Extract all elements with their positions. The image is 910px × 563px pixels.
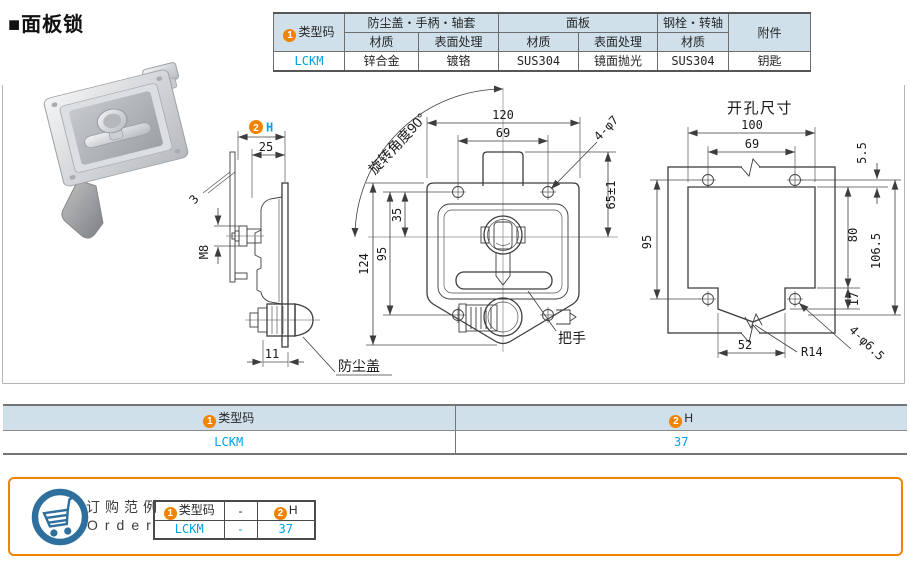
front-dim-124: 124 (357, 253, 371, 275)
order-header-separator: - (223, 500, 258, 521)
cutout-dim-17: 17 (847, 292, 861, 306)
spec-bolt-material: SUS304 (657, 51, 729, 72)
badge-1: 1 (283, 29, 297, 42)
side-dim-m8: M8 (197, 245, 211, 259)
cutout-dim-100: 100 (741, 118, 763, 132)
spec-col-accessory: 附件 (728, 12, 811, 52)
side-h-badge: 2 (253, 123, 259, 134)
side-view-drawing: 2 H 25 3 M8 (186, 120, 320, 367)
cutout-title: 开孔尺寸 (727, 100, 793, 117)
cutout-dim-106-5: 106.5 (869, 233, 883, 269)
spec-sub-material-3: 材质 (657, 32, 729, 52)
spec-sub-surface-1: 表面处理 (418, 32, 499, 52)
cutout-dim-5-5: 5.5 (855, 142, 869, 164)
cutout-drawing: 开孔尺寸 100 69 (640, 100, 901, 363)
badge-2: 2 (273, 507, 287, 520)
spec-panel-surface: 镜面抛光 (578, 51, 658, 72)
front-dim-65: 65±1 (604, 181, 618, 210)
spec-sub-surface-2: 表面处理 (578, 32, 658, 52)
front-handle-label: 把手 (558, 330, 586, 346)
spec-group-dust-handle: 防尘盖・手柄・轴套 (344, 12, 499, 33)
order-data-row: LCKM - 37 (153, 520, 316, 540)
cutout-dim-69: 69 (745, 137, 759, 151)
front-dim-35: 35 (390, 208, 404, 222)
front-mounting-holes (450, 184, 556, 323)
spec-accessory: 钥匙 (728, 51, 811, 72)
spec-panel-material: SUS304 (498, 51, 579, 72)
front-view-drawing: 旋转角度90° (302, 85, 621, 376)
cart-icon (31, 488, 89, 546)
order-label-en: Order (87, 517, 158, 533)
front-dim-120: 120 (492, 108, 514, 122)
cutout-holes (700, 172, 803, 307)
spec-sub-material-1: 材质 (344, 32, 419, 52)
cutout-holes-label: 4-φ6.5 (846, 323, 887, 363)
cutout-dim-80: 80 (846, 228, 860, 242)
badge-1: 1 (163, 507, 177, 520)
order-label-cn: 订购范例 (86, 499, 162, 515)
order-h-value: 37 (256, 520, 316, 540)
spec-group-bolt: 钢栓・转轴 (657, 12, 729, 33)
selection-type-code[interactable]: LCKM (3, 430, 456, 454)
spec-sub-material-2: 材质 (498, 32, 579, 52)
side-h-label: H (266, 121, 273, 135)
badge-2: 2 (669, 415, 683, 428)
dust-cover-label: 防尘盖 (338, 358, 380, 374)
front-holes-label: 4-φ7 (591, 113, 621, 144)
selection-data-row: LCKM 37 (3, 430, 907, 454)
front-dim-95: 95 (375, 247, 389, 261)
cutout-dim-52: 52 (738, 338, 752, 352)
spec-data-row: LCKM 锌合金 镀铬 SUS304 镜面抛光 SUS304 钥匙 (273, 51, 811, 72)
order-type-code: LCKM (153, 520, 225, 540)
badge-1: 1 (203, 415, 217, 428)
spec-dust-material: 锌合金 (344, 51, 419, 72)
spec-type-code[interactable]: LCKM (273, 51, 345, 72)
spec-dust-surface: 镀铬 (418, 51, 499, 72)
front-rotation-label: 旋转角度90° (365, 110, 429, 177)
spec-group-panel: 面板 (498, 12, 658, 33)
page-title: ■面板锁 (8, 14, 85, 36)
drawing-frame (2, 85, 905, 384)
order-separator: - (223, 520, 258, 540)
side-dim-25: 25 (259, 140, 273, 154)
cutout-r14: R14 (801, 345, 823, 359)
cutout-dim-95: 95 (640, 235, 654, 249)
product-photo (43, 62, 189, 239)
side-dim-11: 11 (265, 347, 279, 361)
drawing-area: 2 H 25 3 M8 (2, 62, 905, 384)
front-dim-69: 69 (496, 126, 510, 140)
selection-h-value[interactable]: 37 (674, 435, 689, 449)
side-dim-3: 3 (186, 192, 201, 207)
